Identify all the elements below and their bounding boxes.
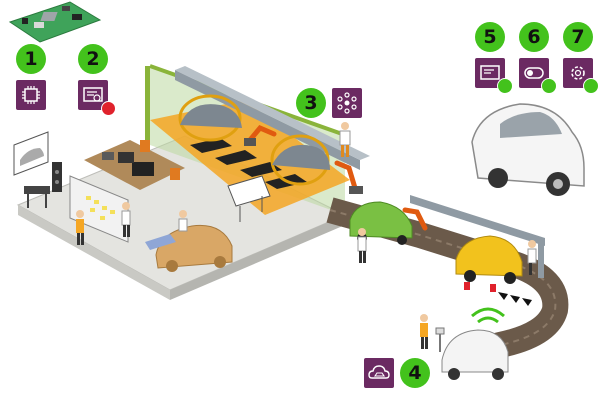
car-frame-2	[270, 134, 330, 186]
step-badge-1: 1	[16, 44, 46, 74]
person	[527, 240, 537, 275]
clay-car	[155, 224, 233, 272]
step-number: 1	[24, 48, 38, 70]
step-badge-2: 2	[78, 44, 108, 74]
step-number: 5	[483, 26, 497, 48]
robot-arm	[334, 160, 363, 194]
drafting-table	[227, 175, 271, 222]
robot-arm	[244, 124, 277, 146]
cloud-car-icon	[364, 358, 394, 388]
office-chair	[140, 140, 180, 180]
person	[420, 314, 428, 349]
step-badge-6: 6	[519, 22, 549, 52]
step-number: 3	[304, 92, 318, 114]
overhead-rail	[175, 66, 370, 170]
checkmark-icon	[583, 78, 599, 94]
person	[76, 210, 84, 245]
network-nodes-icon	[332, 88, 362, 118]
connected-car	[441, 307, 509, 380]
plotter	[24, 186, 50, 208]
worker	[339, 122, 351, 157]
server-tower	[52, 162, 62, 192]
person	[121, 202, 131, 237]
alarm-clock-icon	[101, 101, 116, 116]
microchip-icon	[16, 80, 46, 110]
person	[178, 210, 188, 232]
step-badge-3: 3	[296, 88, 326, 118]
step-number: 4	[408, 362, 422, 384]
step-badge-4: 4	[400, 358, 430, 388]
floor-mat	[145, 234, 176, 250]
checkmark-icon	[497, 78, 513, 94]
step-number: 6	[527, 26, 541, 48]
car-frame-1	[178, 94, 242, 142]
wall-picture	[13, 131, 49, 176]
overhead-rail	[410, 195, 545, 278]
yellow-car	[455, 235, 523, 292]
kiosk-stand	[435, 327, 445, 352]
whiteboard	[69, 175, 129, 243]
step-badge-7: 7	[563, 22, 593, 52]
desk	[84, 140, 185, 190]
step-number: 2	[86, 48, 100, 70]
step-badge-5: 5	[475, 22, 505, 52]
step-number: 7	[571, 26, 585, 48]
checkmark-icon	[541, 78, 557, 94]
robot-arm	[402, 207, 428, 231]
car-illustration	[471, 103, 585, 196]
person	[357, 228, 367, 263]
circuit-board	[8, 1, 102, 43]
